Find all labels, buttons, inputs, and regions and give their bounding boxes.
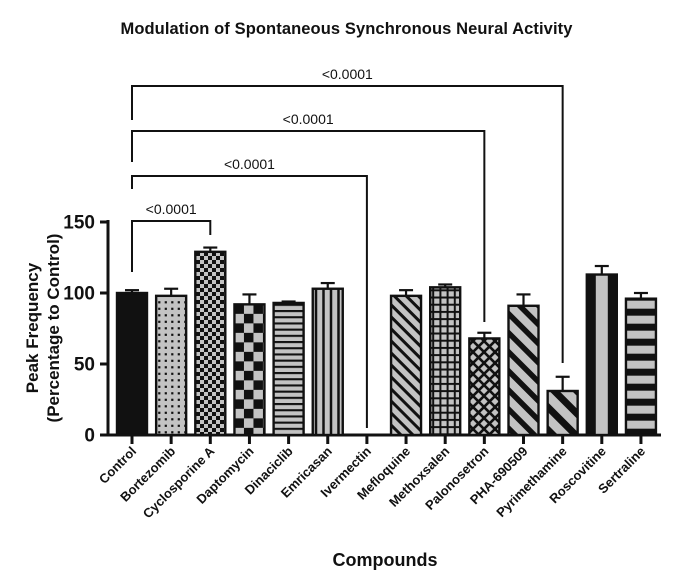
bar-emricasan — [311, 287, 344, 437]
bar-daptomycin — [233, 303, 266, 437]
significance-label: <0.0001 — [146, 201, 197, 217]
x-tick-label: Pyrimethamine — [493, 444, 570, 521]
bar-dinaciclib — [272, 301, 305, 437]
significance-label: <0.0001 — [224, 156, 275, 172]
significance-bracket — [131, 130, 486, 322]
y-tick-label: 50 — [74, 355, 95, 376]
chart-title: Modulation of Spontaneous Synchronous Ne… — [120, 20, 573, 38]
y-axis-subtitle: (Percentage to Control) — [44, 234, 63, 423]
bar-cyclosporine-a — [194, 250, 227, 437]
y-tick-label: 150 — [63, 213, 95, 234]
significance-label: <0.0001 — [283, 111, 334, 127]
y-tick-label: 0 — [84, 426, 95, 447]
y-tick-label: 100 — [63, 284, 95, 305]
significance-label: <0.0001 — [322, 66, 373, 82]
bar-sertraline — [624, 297, 658, 437]
y-axis-title: Peak Frequency — [23, 262, 42, 393]
significance-bracket — [131, 175, 368, 428]
bar-roscovitine — [585, 273, 618, 437]
bar-mefloquine — [389, 294, 423, 437]
bar-methoxsalen — [429, 286, 462, 437]
bar-pyrimethamine — [546, 389, 579, 437]
x-axis-title: Compounds — [332, 550, 438, 570]
bar-pha-690509 — [507, 304, 540, 437]
bar-bortezomib — [154, 294, 188, 437]
bar-control — [115, 291, 149, 437]
bar-palonosetron — [468, 337, 501, 437]
significance-bracket — [131, 85, 564, 363]
significance-bracket — [131, 220, 212, 272]
